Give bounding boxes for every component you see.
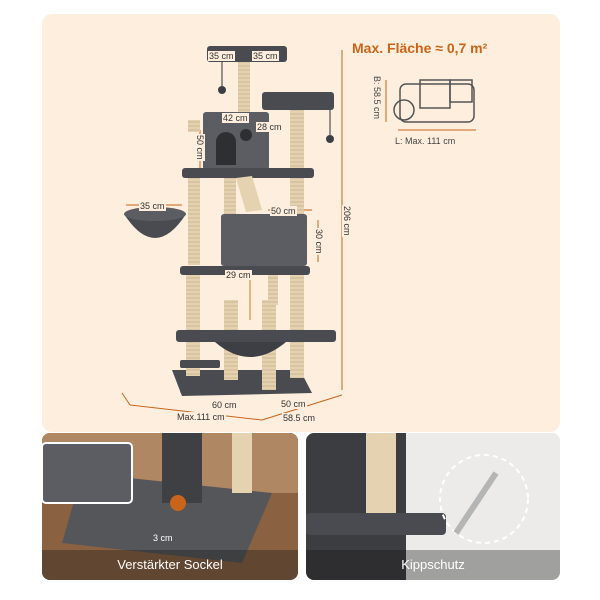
- sisal-post: [268, 275, 278, 305]
- dim-base-depth: 50 cm: [280, 399, 307, 409]
- dim-box-width: 50 cm: [270, 206, 297, 216]
- sisal-post: [238, 62, 250, 122]
- sisal-post: [188, 175, 200, 265]
- dim-house-width: 42 cm: [222, 113, 249, 123]
- base-photo-image: [42, 433, 298, 580]
- toy-ball: [326, 135, 334, 143]
- dim-base-width: 60 cm: [211, 400, 238, 410]
- area-dimension-lines: [385, 80, 476, 131]
- dim-max-width: Max.111 cm: [176, 412, 226, 422]
- photo-anti-tip: Kippschutz: [306, 433, 560, 580]
- sisal-post: [188, 120, 200, 132]
- sisal-post: [224, 165, 236, 225]
- toy-ball: [218, 86, 226, 94]
- area-width-label: B: 58.5 cm: [372, 76, 382, 120]
- platform: [180, 360, 220, 368]
- anti-tip-photo-image: [306, 433, 560, 580]
- caption-reinforced-base: Verstärkter Sockel: [42, 550, 298, 580]
- dim-total-height: 206 cm: [342, 205, 352, 237]
- dim-box-depth: 29 cm: [225, 270, 252, 280]
- tree-base: [172, 370, 312, 396]
- photo-reinforced-base: 3 cm Verstärkter Sockel: [42, 433, 298, 580]
- dim-max-depth: 58.5 cm: [282, 413, 317, 423]
- platform: [182, 168, 314, 178]
- dim-top-width: 35 cm: [208, 51, 235, 61]
- dim-box-height: 30 cm: [314, 228, 324, 255]
- area-title: Max. Fläche ≈ 0,7 m²: [352, 40, 488, 56]
- caption-anti-tip: Kippschutz: [306, 550, 560, 580]
- area-length-label: L: Max. 111 cm: [395, 136, 456, 146]
- hammock: [215, 342, 286, 357]
- dim-house-depth: 28 cm: [256, 122, 283, 132]
- dim-house-height: 50 cm: [195, 134, 205, 161]
- cat-box: [221, 214, 307, 266]
- sisal-post: [186, 268, 200, 376]
- base-thickness-label: 3 cm: [153, 533, 173, 543]
- dim-basket: 35 cm: [139, 201, 166, 211]
- floor-plan: [393, 79, 475, 123]
- dim-top-depth: 35 cm: [252, 51, 279, 61]
- perch-platform: [262, 92, 334, 110]
- ladder: [236, 176, 262, 212]
- sisal-post: [290, 268, 304, 378]
- platform: [176, 330, 336, 342]
